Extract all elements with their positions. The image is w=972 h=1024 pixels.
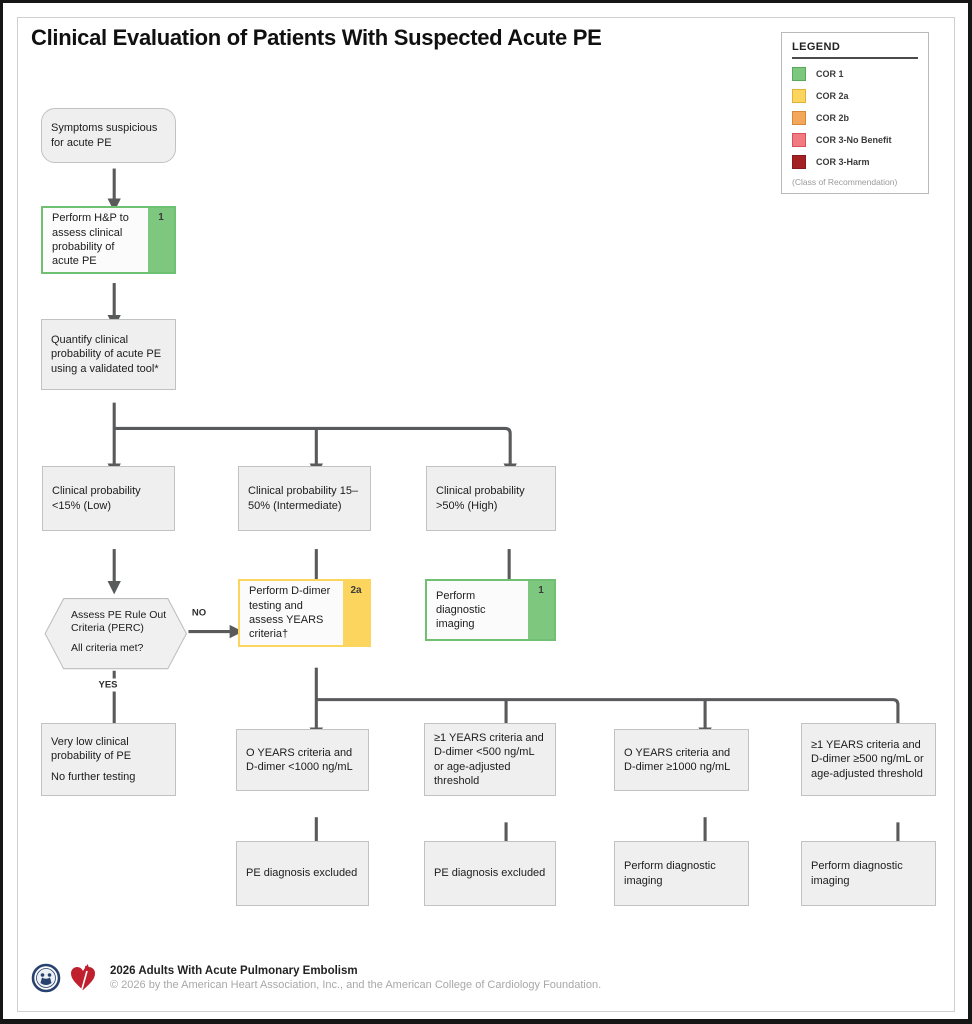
node-imaging-high-text: Perform diagnostic imaging — [436, 589, 486, 631]
node-imaging-high: Perform diagnostic imaging 1 — [425, 579, 556, 641]
node-imaging-2-text: Perform diagnostic imaging — [624, 860, 716, 887]
node-years0-low-ddimer: O YEARS criteria and D-dimer <1000 ng/mL — [236, 729, 369, 791]
node-years1-high-ddimer: ≥1 YEARS criteria and D-dimer ≥500 ng/mL… — [801, 723, 936, 796]
node-perform-hp: Perform H&P to assess clinical probabili… — [41, 206, 176, 274]
node-pe-excluded-1: PE diagnosis excluded — [236, 841, 369, 906]
node-symptoms-text: Symptoms suspicious for acute PE — [51, 122, 158, 149]
node-very-low: Very low clinical probability of PE No f… — [41, 723, 176, 796]
diagram-canvas: Clinical Evaluation of Patients With Sus… — [17, 17, 955, 1012]
node-years1-high-ddimer-text: ≥1 YEARS criteria and D-dimer ≥500 ng/mL… — [811, 739, 924, 780]
legend-item-cor2a: COR 2a — [792, 89, 918, 103]
node-perform-hp-text: Perform H&P to assess clinical probabili… — [52, 212, 129, 268]
legend-label: COR 3-No Benefit — [816, 135, 892, 145]
cor-badge: 1 — [528, 581, 554, 639]
node-years1-low-ddimer: ≥1 YEARS criteria and D-dimer <500 ng/mL… — [424, 723, 556, 796]
node-prob-intermediate: Clinical probability 15–50% (Intermediat… — [238, 466, 371, 531]
footer-text: 2026 Adults With Acute Pulmonary Embolis… — [110, 965, 601, 991]
cor2a-swatch-icon — [792, 89, 806, 103]
legend-item-cor1: COR 1 — [792, 67, 918, 81]
cor3-harm-swatch-icon — [792, 155, 806, 169]
legend-label: COR 2a — [816, 91, 849, 101]
aha-heart-torch-logo-icon — [70, 964, 96, 990]
node-prob-intermediate-text: Clinical probability 15–50% (Intermediat… — [248, 485, 359, 512]
no-branch-label: NO — [188, 606, 210, 620]
legend-item-cor3-harm: COR 3-Harm — [792, 155, 918, 169]
node-prob-low-text: Clinical probability <15% (Low) — [52, 485, 141, 512]
node-quantify: Quantify clinical probability of acute P… — [41, 319, 176, 390]
legend-title: LEGEND — [792, 41, 918, 59]
footer: 2026 Adults With Acute Pulmonary Embolis… — [31, 963, 601, 993]
node-pe-excluded-1-text: PE diagnosis excluded — [246, 867, 358, 880]
node-imaging-3: Perform diagnostic imaging — [801, 841, 936, 906]
node-pe-excluded-2-text: PE diagnosis excluded — [434, 867, 546, 880]
legend-panel: LEGEND COR 1 COR 2a COR 2b COR 3-No Bene… — [781, 32, 929, 194]
perc-question-line1: Assess PE Rule Out Criteria (PERC) — [71, 608, 167, 635]
node-perc-text: Assess PE Rule Out Criteria (PERC) All c… — [71, 603, 183, 661]
node-very-low-line1: Very low clinical probability of PE — [51, 735, 132, 762]
node-symptoms: Symptoms suspicious for acute PE — [41, 108, 176, 163]
node-years0-high-ddimer: O YEARS criteria and D-dimer ≥1000 ng/mL — [614, 729, 749, 791]
cor3-no-benefit-swatch-icon — [792, 133, 806, 147]
node-very-low-line2: No further testing — [51, 771, 136, 784]
node-quantify-text: Quantify clinical probability of acute P… — [51, 334, 162, 375]
cor2b-swatch-icon — [792, 111, 806, 125]
page-title: Clinical Evaluation of Patients With Sus… — [31, 25, 602, 50]
node-prob-high: Clinical probability >50% (High) — [426, 466, 556, 531]
node-imaging-3-text: Perform diagnostic imaging — [811, 860, 903, 887]
legend-item-cor3-no-benefit: COR 3-No Benefit — [792, 133, 918, 147]
legend-label: COR 1 — [816, 69, 844, 79]
footer-title: 2026 Adults With Acute Pulmonary Embolis… — [110, 965, 358, 977]
cor-badge: 1 — [148, 208, 174, 272]
legend-label: COR 2b — [816, 113, 850, 123]
node-prob-low: Clinical probability <15% (Low) — [42, 466, 175, 531]
node-years0-low-ddimer-text: O YEARS criteria and D-dimer <1000 ng/mL — [246, 746, 353, 773]
legend-note: (Class of Recommendation) — [792, 177, 898, 187]
acc-logo-icon — [31, 963, 61, 993]
node-years0-high-ddimer-text: O YEARS criteria and D-dimer ≥1000 ng/mL — [624, 746, 731, 773]
legend-label: COR 3-Harm — [816, 157, 870, 167]
yes-branch-label: YES — [95, 678, 121, 692]
node-years1-low-ddimer-text: ≥1 YEARS criteria and D-dimer <500 ng/mL… — [434, 731, 544, 787]
cor1-swatch-icon — [792, 67, 806, 81]
node-ddimer-years: Perform D-dimer testing and assess YEARS… — [238, 579, 371, 647]
node-ddimer-years-text: Perform D-dimer testing and assess YEARS… — [249, 585, 331, 641]
node-imaging-2: Perform diagnostic imaging — [614, 841, 749, 906]
node-prob-high-text: Clinical probability >50% (High) — [436, 485, 525, 512]
legend-item-cor2b: COR 2b — [792, 111, 918, 125]
cor-badge: 2a — [343, 581, 369, 645]
node-pe-excluded-2: PE diagnosis excluded — [424, 841, 556, 906]
footer-copyright: © 2026 by the American Heart Association… — [110, 979, 602, 991]
perc-question-line2: All criteria met? — [71, 641, 144, 654]
